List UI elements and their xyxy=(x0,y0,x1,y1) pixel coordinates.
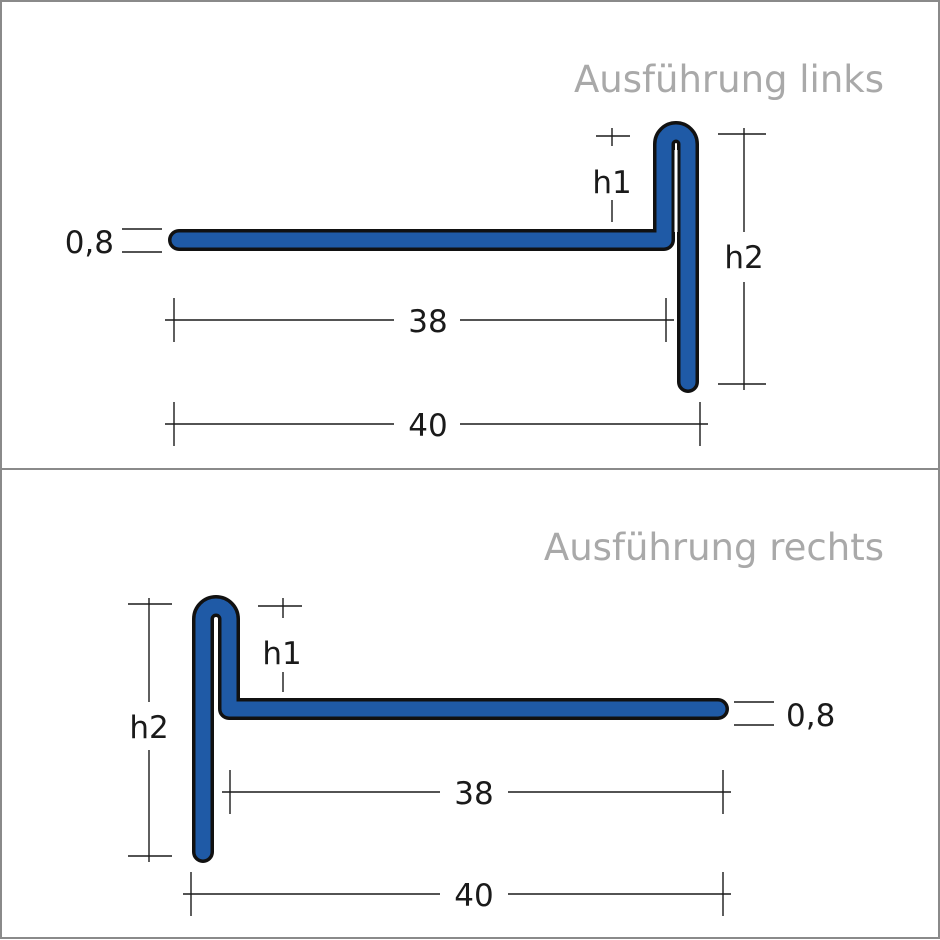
thickness-label-rechts: 0,8 xyxy=(786,698,835,734)
profile-links xyxy=(168,121,699,393)
thickness-dimension-links: 0,8 xyxy=(65,225,162,261)
h2-dimension-links: h2 xyxy=(718,128,766,390)
inner-length-dimension-rechts: 38 xyxy=(222,770,731,814)
profile-shape-links xyxy=(171,124,696,390)
thickness-dimension-rechts: 0,8 xyxy=(734,698,835,734)
total-length-dimension-links: 40 xyxy=(165,402,708,446)
inner-length-label-rechts: 38 xyxy=(454,776,493,812)
panel-title-links: Ausführung links xyxy=(574,58,884,101)
h2-label-rechts: h2 xyxy=(129,710,168,746)
h2-label-links: h2 xyxy=(724,240,763,276)
panel-links: Ausführung links 0,8 h1 h2 xyxy=(65,58,884,446)
h1-label-rechts: h1 xyxy=(262,636,301,672)
h1-dimension-links: h1 xyxy=(592,128,632,222)
thickness-label-links: 0,8 xyxy=(65,225,114,261)
panel-title-rechts: Ausführung rechts xyxy=(544,526,884,569)
total-length-label-rechts: 40 xyxy=(454,878,493,914)
total-length-label-links: 40 xyxy=(408,408,447,444)
inner-length-label-links: 38 xyxy=(408,304,447,340)
inner-length-dimension-links: 38 xyxy=(165,298,674,342)
profile-rechts xyxy=(192,595,729,863)
h1-label-links: h1 xyxy=(592,165,631,201)
profile-shape-rechts xyxy=(195,598,726,860)
h2-dimension-rechts: h2 xyxy=(128,598,172,862)
h1-dimension-rechts: h1 xyxy=(258,598,302,692)
total-length-dimension-rechts: 40 xyxy=(183,872,731,916)
panel-rechts: Ausführung rechts 0,8 h1 h2 xyxy=(128,526,884,916)
